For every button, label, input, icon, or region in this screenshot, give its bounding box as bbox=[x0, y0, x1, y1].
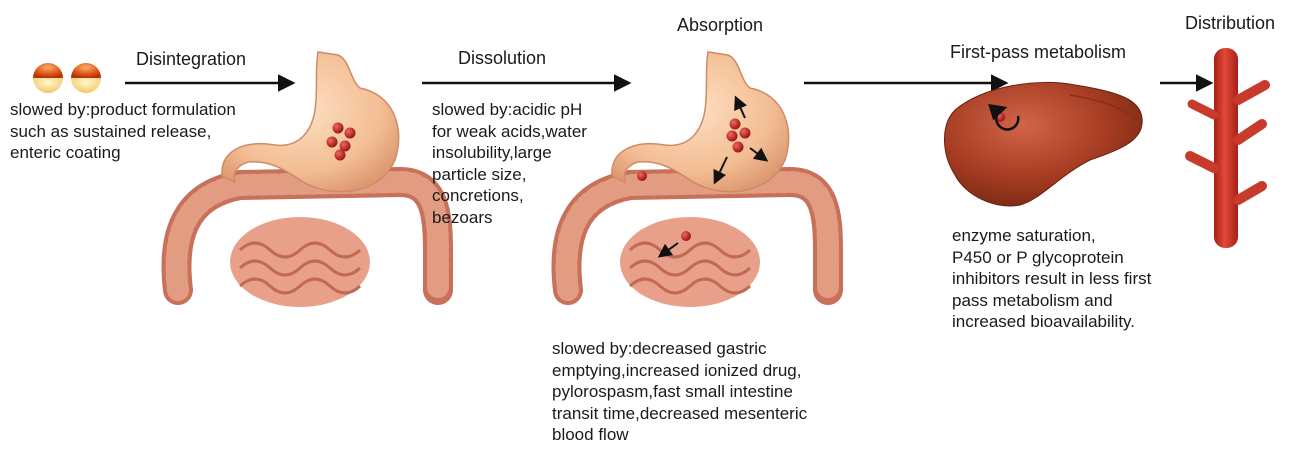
stage-label-absorption: Absorption bbox=[677, 14, 763, 36]
note-absorption: slowed by:decreased gastric emptying,inc… bbox=[552, 338, 807, 446]
note-first-pass: enzyme saturation, P450 or P glycoprotei… bbox=[952, 225, 1151, 333]
liver-icon bbox=[944, 82, 1142, 206]
note-disintegration: slowed by:product formulation such as su… bbox=[10, 99, 236, 164]
stage-label-distribution: Distribution bbox=[1185, 12, 1275, 34]
stage-label-first-pass: First-pass metabolism bbox=[950, 41, 1126, 63]
gi-tract-illustration bbox=[176, 52, 438, 307]
capsule-icon bbox=[33, 63, 101, 93]
gi-tract-illustration-absorption bbox=[566, 52, 828, 307]
note-dissolution: slowed by:acidic pH for weak acids,water… bbox=[432, 99, 587, 228]
stage-label-disintegration: Disintegration bbox=[136, 48, 246, 70]
blood-vessel-icon bbox=[1190, 48, 1265, 248]
stage-label-dissolution: Dissolution bbox=[458, 47, 546, 69]
